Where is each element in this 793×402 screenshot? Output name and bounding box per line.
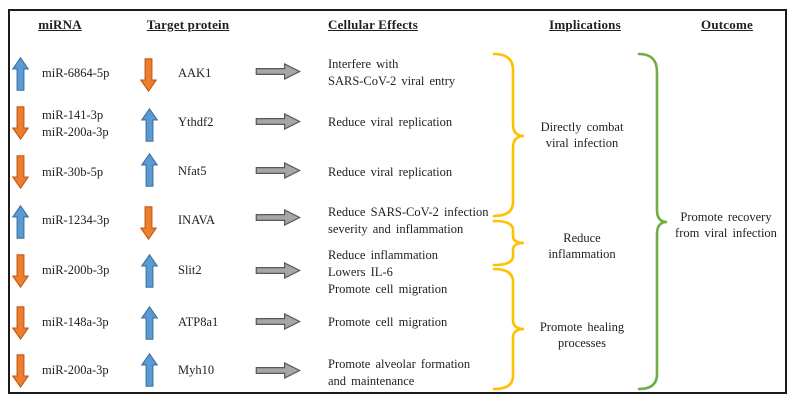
effect-text: Reduce SARS-CoV-2 infection severity and… xyxy=(328,204,488,238)
implication-line: viral infection xyxy=(545,136,619,150)
outcome-brace-icon xyxy=(637,52,669,391)
flow-arrow-icon xyxy=(255,313,301,330)
outcome-text: Promote recovery from viral infection xyxy=(651,209,793,241)
mirna-up-arrow-icon xyxy=(12,55,29,93)
mirna-label: miR-30b-5p xyxy=(42,165,104,179)
mirna-label: miR-6864-5p xyxy=(42,66,110,80)
mirna-label: miR-148a-3p xyxy=(42,315,109,329)
effect-line: severity and inflammation xyxy=(328,222,464,236)
effect-text: Promote cell migration xyxy=(328,315,448,329)
protein-label: Ythdf2 xyxy=(178,115,214,129)
implication-text: Directly combat viral infection xyxy=(507,119,657,151)
effect-line: Interfere with xyxy=(328,57,399,71)
implication-text: Promote healing processes xyxy=(507,319,657,351)
mirna-down-arrow-icon xyxy=(12,252,29,290)
protein-label: Nfat5 xyxy=(178,164,207,178)
mirna-label: miR-200b-3p xyxy=(42,263,110,277)
protein-label: AAK1 xyxy=(178,66,212,80)
column-header-outcome: Outcome xyxy=(701,17,753,32)
effect-text: Reduce viral replication xyxy=(328,165,453,179)
effect-text: Reduce viral replication xyxy=(328,115,453,129)
mirna-up-arrow-icon xyxy=(12,203,29,241)
mirna-label: miR-1234-3p xyxy=(42,213,110,227)
mirna-down-arrow-icon xyxy=(12,352,29,390)
mirna-down-arrow-icon xyxy=(12,104,29,142)
protein-label: INAVA xyxy=(178,213,216,227)
implication-line: inflammation xyxy=(548,247,616,261)
effect-text: Reduce inflammation Lowers IL-6 Promote … xyxy=(328,247,447,298)
mirna-down-arrow-icon xyxy=(12,304,29,342)
protein-down-arrow-icon xyxy=(140,204,157,242)
protein-up-arrow-icon xyxy=(141,151,158,189)
mirna-label: miR-141-3p miR-200a-3p xyxy=(42,107,109,141)
implication-text: Reduce inflammation xyxy=(507,230,657,262)
mirna-label-line: miR-200a-3p xyxy=(42,125,109,139)
mirna-label: miR-200a-3p xyxy=(42,363,109,377)
outcome-line: Promote recovery xyxy=(680,210,772,224)
protein-down-arrow-icon xyxy=(140,56,157,94)
effect-line: SARS-CoV-2 viral entry xyxy=(328,74,456,88)
column-header-cellular-effects: Cellular Effects xyxy=(328,17,418,32)
column-header-target-protein: Target protein xyxy=(146,17,230,32)
implication-line: Reduce xyxy=(563,231,601,245)
protein-label: Slit2 xyxy=(178,263,202,277)
column-header-mirna: miRNA xyxy=(38,17,82,32)
protein-up-arrow-icon xyxy=(141,351,158,389)
mirna-label-line: miR-141-3p xyxy=(42,108,104,122)
flow-arrow-icon xyxy=(255,262,301,279)
column-header-implications: Implications xyxy=(549,17,621,32)
flow-arrow-icon xyxy=(255,63,301,80)
effect-text: Interfere with SARS-CoV-2 viral entry xyxy=(328,56,455,90)
flow-arrow-icon xyxy=(255,209,301,226)
implication-line: Directly combat xyxy=(540,120,624,134)
implication-brace-icon xyxy=(492,267,526,391)
effect-text: Promote alveolar formation and maintenan… xyxy=(328,356,470,390)
protein-label: Myh10 xyxy=(178,363,215,377)
mirna-down-arrow-icon xyxy=(12,153,29,191)
effect-line: and maintenance xyxy=(328,374,415,388)
protein-up-arrow-icon xyxy=(141,304,158,342)
protein-up-arrow-icon xyxy=(141,106,158,144)
effect-line: Reduce SARS-CoV-2 infection xyxy=(328,205,489,219)
outcome-line: from viral infection xyxy=(675,226,777,240)
implication-line: processes xyxy=(558,336,606,350)
implication-brace-icon xyxy=(492,52,526,218)
effect-line: Promote alveolar formation xyxy=(328,357,471,371)
effect-line: Lowers IL-6 xyxy=(328,265,393,279)
implication-line: Promote healing xyxy=(539,320,625,334)
flow-arrow-icon xyxy=(255,162,301,179)
protein-label: ATP8a1 xyxy=(178,315,219,329)
protein-up-arrow-icon xyxy=(141,252,158,290)
implication-brace-icon xyxy=(492,219,526,267)
effect-line: Reduce inflammation xyxy=(328,248,438,262)
effect-line: Promote cell migration xyxy=(328,282,448,296)
figure-frame xyxy=(8,9,787,394)
flow-arrow-icon xyxy=(255,113,301,130)
flow-arrow-icon xyxy=(255,362,301,379)
